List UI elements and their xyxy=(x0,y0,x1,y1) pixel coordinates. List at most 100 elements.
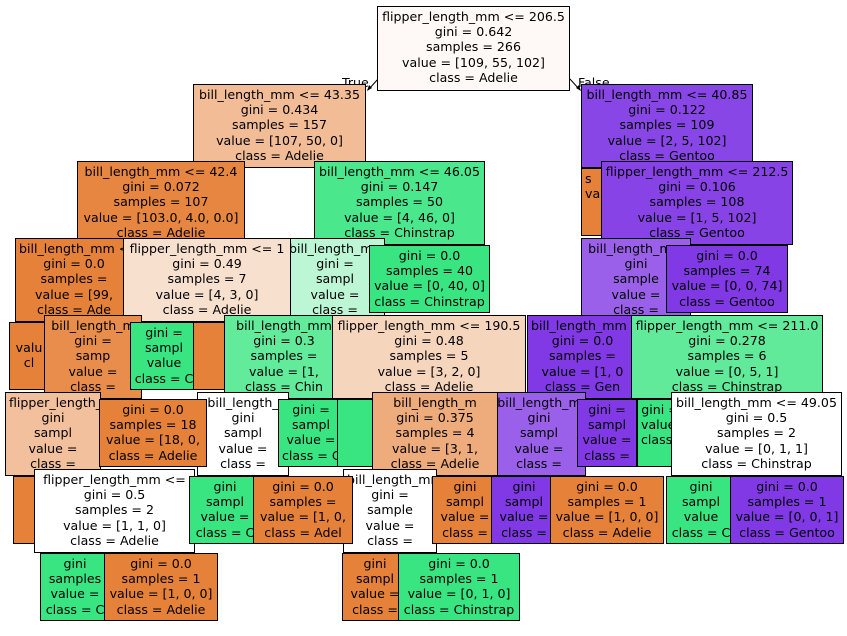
node-line: value xyxy=(683,509,719,525)
node-line: samples = xyxy=(40,271,108,287)
node-line: samples = 2 xyxy=(75,502,154,518)
node-line: class = C xyxy=(45,601,105,617)
node-line: class = Gen xyxy=(544,378,621,394)
node-line: bill_length_mm xyxy=(347,472,437,487)
node-line: sampl xyxy=(504,494,544,510)
edge-root-left-arrow xyxy=(367,85,372,91)
node-line: bill_length_mm <= 49.05 xyxy=(676,395,837,410)
node-line: class = Chinstrap xyxy=(374,293,485,309)
node-line: value = xyxy=(218,440,268,456)
node-line xyxy=(197,340,225,355)
node-line: sampl xyxy=(355,571,395,587)
node-line: class = xyxy=(70,378,116,394)
node-line: value = [0, 40, 0] xyxy=(374,278,485,294)
node-line: class = Adelie xyxy=(235,147,324,163)
node-line xyxy=(197,386,225,389)
node-line: flipper_length_mm <= xyxy=(43,472,186,487)
node-line: class = xyxy=(352,601,398,617)
node-line: bill_length_mm < xyxy=(289,241,385,256)
node-line: value = xyxy=(286,432,336,448)
node-line: value = [0, 1, 0] xyxy=(407,586,511,602)
node-line: value = xyxy=(50,586,100,602)
node-line: gini = xyxy=(74,333,112,349)
node-line: bill_length_m xyxy=(393,395,477,410)
node-line: samples = 1 xyxy=(567,494,647,510)
node-line: class = Chin xyxy=(244,378,324,394)
node-line: value = xyxy=(582,432,632,448)
node-line: bill_length_mm <= 40.85 xyxy=(586,87,748,102)
node-line: class = Adel xyxy=(264,524,342,540)
node-line: bill_length_mm xyxy=(236,318,332,333)
node-line: class = xyxy=(367,532,413,548)
node-line: gini xyxy=(512,479,536,494)
node-line: gini = 0.0 xyxy=(428,556,490,571)
node-line: value = xyxy=(514,440,564,456)
node-line: gini = 0.5 xyxy=(83,487,146,503)
node-line: samples = 18 xyxy=(109,417,197,433)
node-line: gini = 0.5 xyxy=(725,410,788,426)
node-line: class = C xyxy=(134,370,194,386)
node-line: bill_length_mm <= 4 xyxy=(19,241,132,256)
node-line: class = Gentoo xyxy=(619,147,715,163)
node-line: class = Chinstrap xyxy=(701,455,812,471)
node-line: class = Adelie xyxy=(108,447,198,463)
node-line: value = [18, 0, xyxy=(106,432,200,448)
node-line: class = Chinstrap xyxy=(403,601,515,617)
node-line: value = [1, 0, 0] xyxy=(109,586,213,602)
node-line: gini = 0.106 xyxy=(658,179,736,195)
node-line: gini = 0.49 xyxy=(172,256,242,272)
node-line xyxy=(197,371,225,386)
node-line: s xyxy=(585,171,592,186)
node-line: samples = 2 xyxy=(717,425,796,441)
node-line: sampl xyxy=(291,417,331,433)
node-line: class = xyxy=(30,455,76,471)
node-line: gini = 0.375 xyxy=(396,410,474,426)
node-line: gini xyxy=(231,410,255,426)
node-line: samples = 1 xyxy=(121,571,201,587)
node-line: value = [3, 2, 0] xyxy=(377,363,481,379)
node-line: sampl xyxy=(223,425,263,441)
node-line: bill_length_mm <= 43.35 xyxy=(199,87,360,102)
node-line: gini = 0.642 xyxy=(434,24,513,40)
node-line: bill_length_ xyxy=(207,395,279,410)
node-line: gini = 0.0 xyxy=(551,333,614,349)
node-line xyxy=(13,325,45,340)
node-line: samples = 7 xyxy=(167,271,247,287)
node-line: bill_length_mm <= 46.05 xyxy=(319,164,480,179)
node-line: sampl xyxy=(445,494,485,510)
node-line: gini = 0.0 xyxy=(398,248,461,263)
node-line: class = Adelie xyxy=(384,378,474,394)
node-line: class = Adelie xyxy=(162,301,252,317)
node-line: samples = 74 xyxy=(683,263,771,279)
node-line: value = [99, xyxy=(35,286,113,302)
node-line: gini = 0.3 xyxy=(253,333,315,349)
node-line: class = xyxy=(584,447,630,463)
node-line: gini = 0.147 xyxy=(360,179,439,195)
node-line: sampl xyxy=(33,425,73,441)
node-line: gini = 0.0 xyxy=(756,479,818,494)
node-line: value = [1, 5, 102] xyxy=(637,209,757,225)
node-line: value = [3, 1, xyxy=(392,440,478,456)
node-line: gini xyxy=(213,479,237,494)
node-line: gini = 0.434 xyxy=(240,102,319,118)
node-line: flipper_length_mm <= 211.0 xyxy=(635,318,819,333)
node-line: bill_length_m xyxy=(497,395,581,410)
node-line: gini xyxy=(527,410,551,426)
node-line xyxy=(197,325,225,340)
node-line: sampl xyxy=(144,340,184,356)
node-line: flipper_length_mm <= 190.5 xyxy=(337,318,521,333)
